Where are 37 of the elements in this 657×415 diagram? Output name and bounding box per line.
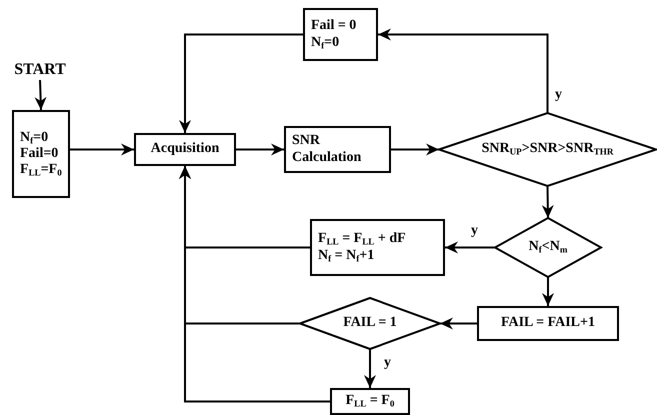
box-text: N$_{f}$=0 — [20, 130, 48, 146]
box-text: SNR Calculation — [292, 133, 362, 166]
process-box — [284, 126, 391, 173]
arrow — [70, 144, 134, 156]
arrow — [542, 277, 554, 306]
decision-diamond — [495, 218, 601, 277]
arrow — [445, 242, 495, 254]
box-text: FAIL = 1 — [343, 315, 397, 332]
arrow — [236, 144, 284, 156]
box-text: F$_{LL}$ = F$_{LL}$ + dF — [318, 231, 406, 248]
process-box — [134, 133, 236, 166]
process-box — [310, 219, 445, 276]
box-text: Fail = 0 — [311, 18, 356, 34]
box-text: Fail=0 — [20, 146, 58, 162]
process-box — [303, 8, 378, 61]
arrow — [440, 318, 477, 330]
box-text: SNR$_{UP}$>SNR>SNR$_{THR}$ — [482, 141, 614, 158]
box-text: F$_{LL}$=F$_{0}$ — [20, 162, 62, 178]
arrow — [179, 34, 303, 133]
box-text: Acquisition — [150, 141, 220, 158]
process-box — [477, 306, 619, 341]
decision-diamond — [300, 298, 440, 349]
start-label: START — [10, 60, 70, 80]
decision-diamond — [439, 113, 656, 186]
arrow — [364, 349, 376, 388]
arrow — [378, 28, 548, 113]
box-text: F$_{LL}$ = F$_{0}$ — [346, 393, 394, 410]
arrow — [179, 166, 330, 402]
box-text: N$_{f}$=0 — [311, 34, 340, 51]
arrow — [542, 186, 554, 218]
arrow — [391, 144, 439, 156]
box-text: N$_{f}$ = N$_{f}$+1 — [318, 248, 374, 264]
arrow — [34, 80, 47, 110]
process-box — [12, 110, 70, 198]
box-text: FAIL = FAIL+1 — [500, 315, 595, 332]
box-text: N$_{f}$<N$_{m}$ — [528, 239, 568, 256]
process-box — [330, 388, 410, 415]
